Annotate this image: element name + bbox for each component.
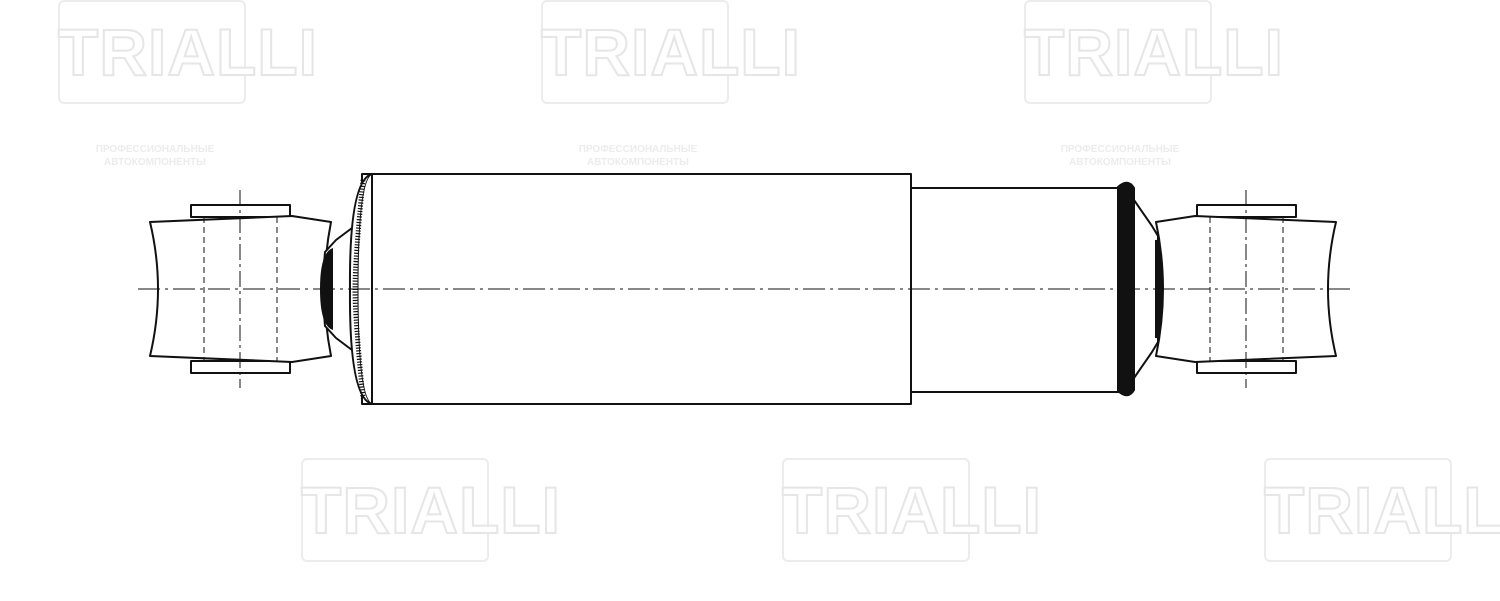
watermark-tagline-line1: ПРОФЕССИОНАЛЬНЫЕ [578, 144, 698, 155]
watermark-tagline-line2: АВТОКОМПОНЕНТЫ [104, 157, 206, 168]
dust-tube [910, 187, 1123, 393]
watermark-frame [1264, 458, 1452, 562]
watermark-frame [301, 458, 489, 562]
watermark-tagline-line2: АВТОКОМПОНЕНТЫ [1069, 157, 1171, 168]
watermark-tagline: ПРОФЕССИОНАЛЬНЫЕ АВТОКОМПОНЕНТЫ [518, 143, 758, 169]
watermark-frame [58, 0, 246, 104]
watermark-tagline: ПРОФЕССИОНАЛЬНЫЕ АВТОКОМПОНЕНТЫ [1000, 143, 1240, 169]
watermark-frame [782, 458, 970, 562]
watermark-frame [541, 0, 729, 104]
left-bushing-body [149, 215, 332, 363]
watermark-frame [1024, 0, 1212, 104]
right-bushing-body [1155, 215, 1337, 363]
right-eye-mount [1155, 204, 1337, 374]
watermark-tagline-line1: ПРОФЕССИОНАЛЬНЫЕ [95, 144, 215, 155]
watermark-tagline-line1: ПРОФЕССИОНАЛЬНЫЕ [1060, 144, 1180, 155]
watermark-tagline-line2: АВТОКОМПОНЕНТЫ [587, 157, 689, 168]
watermark-tagline: ПРОФЕССИОНАЛЬНЫЕ АВТОКОМПОНЕНТЫ [35, 143, 275, 169]
